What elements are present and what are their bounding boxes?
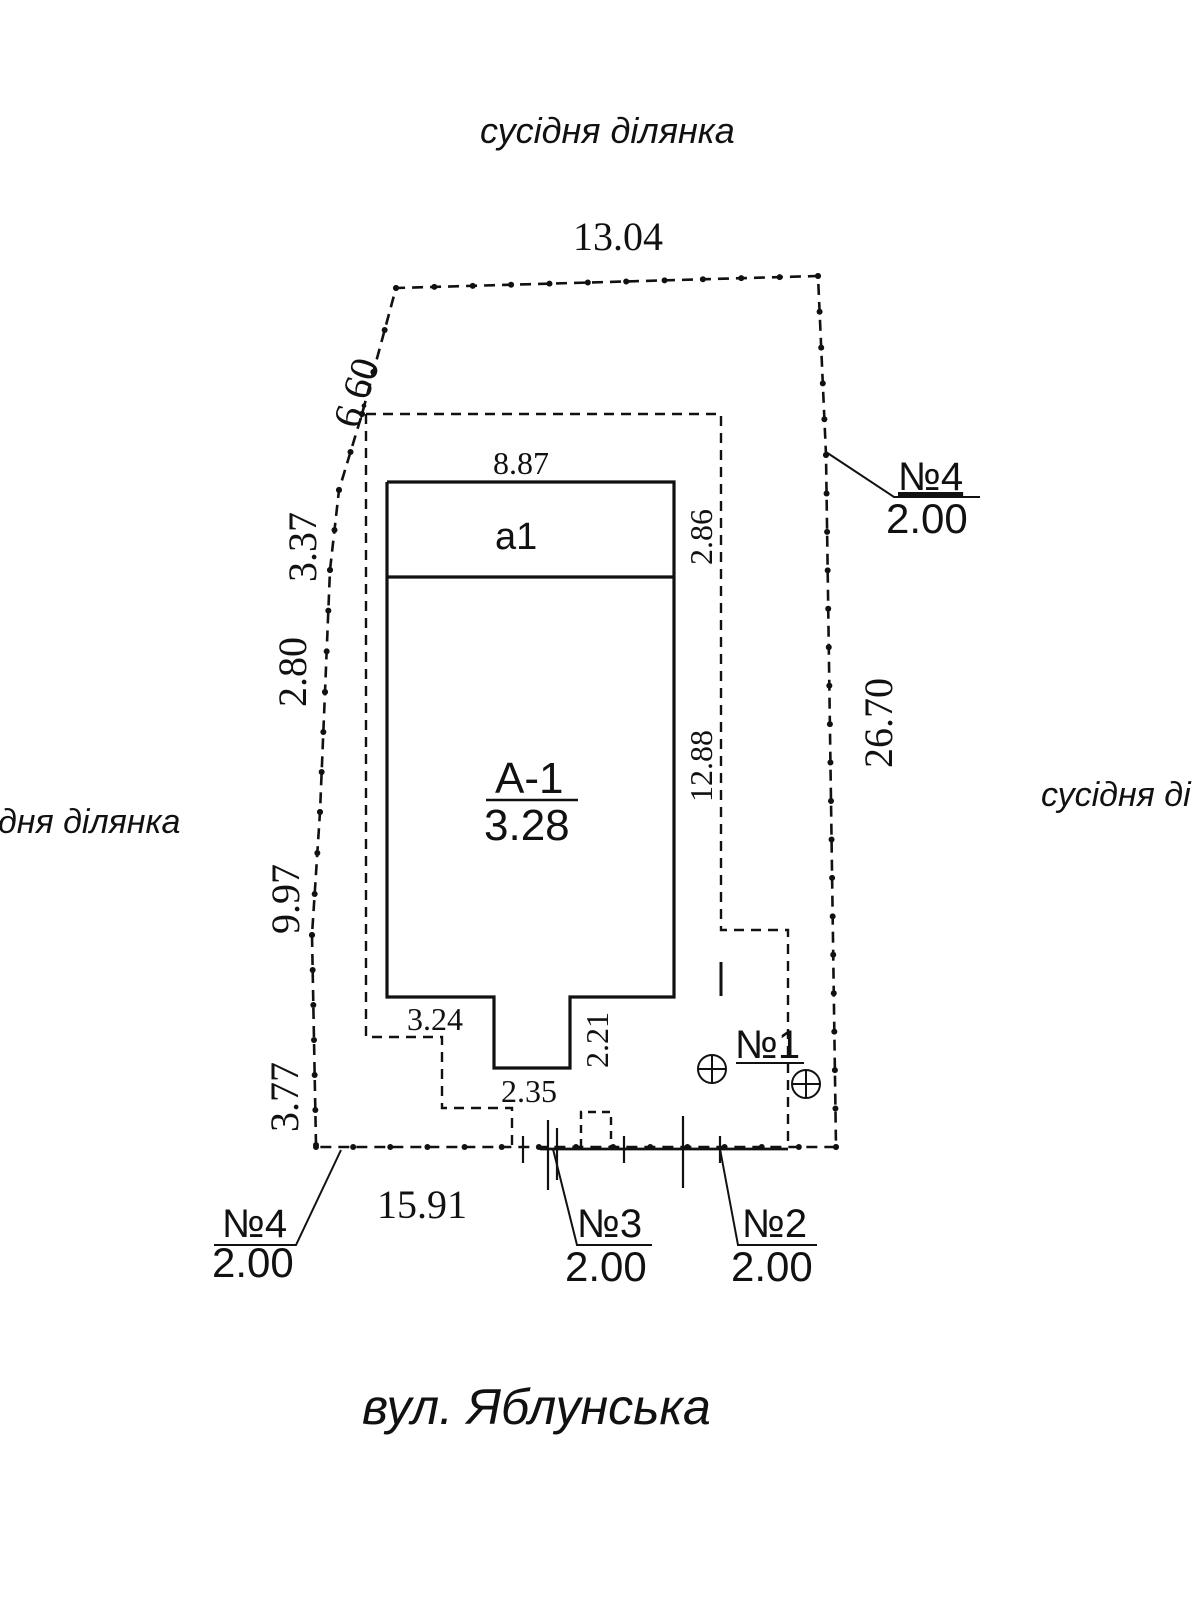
- plot-boundary: [310, 274, 838, 1149]
- marker-leader-lines: [214, 451, 980, 1246]
- marker-value: 2.00: [886, 495, 968, 542]
- marker-number: №2: [742, 1202, 807, 1246]
- dim-left-2: 2.80: [270, 637, 315, 707]
- dim-building-width: 8.87: [493, 445, 549, 481]
- dim-left-1: 3.37: [280, 512, 325, 582]
- boundary-dot: [318, 769, 325, 775]
- boundary-dot: [311, 1037, 317, 1043]
- neighbor-label-top: сусідня ділянка: [480, 110, 735, 151]
- boundary-dot: [327, 567, 333, 573]
- marker-value: 2.00: [212, 1239, 294, 1286]
- dim-notch-depth: 2.21: [579, 1012, 615, 1068]
- boundary-dot: [584, 279, 591, 286]
- boundary-dot: [424, 1144, 431, 1150]
- marker-number: №3: [577, 1202, 642, 1246]
- boundary-dot: [831, 1067, 838, 1074]
- boundary-dot: [828, 798, 834, 804]
- dim-left-3: 9.97: [263, 864, 308, 934]
- neighbor-label-left: дня ділянка: [0, 803, 180, 841]
- marker-number: №4: [222, 1202, 287, 1246]
- boundary-dot: [833, 1144, 839, 1150]
- dim-top: 13.04: [573, 214, 663, 259]
- dim-notch-left: 3.24: [407, 1001, 463, 1037]
- building-outline: [385, 480, 676, 1070]
- boundary-dot: [312, 1107, 319, 1113]
- boundary-dot: [623, 278, 630, 285]
- boundary-dot: [311, 1072, 318, 1078]
- boundary-dot: [546, 280, 553, 287]
- utility-point-icon: [697, 1054, 727, 1084]
- label-a1: а1: [495, 516, 537, 558]
- building-zone-outline: [366, 412, 790, 1147]
- utility-point-icon: [791, 1069, 821, 1099]
- boundary-dot: [313, 1144, 319, 1150]
- marker-value: 2.00: [731, 1243, 813, 1290]
- boundary-dot: [832, 1105, 839, 1112]
- boundary-dot: [320, 729, 327, 735]
- dim-diagonal: 6.60: [324, 352, 388, 432]
- dim-bottom: 15.91: [377, 1182, 467, 1227]
- boundary-dot: [824, 567, 831, 574]
- dim-left-4: 3.77: [262, 1062, 307, 1132]
- marker-value: 2.00: [565, 1243, 647, 1290]
- dim-a1-depth: 2.86: [683, 509, 719, 565]
- boundary-dot: [310, 1002, 317, 1008]
- boundary-dot: [309, 932, 315, 938]
- boundary-dot: [828, 836, 835, 843]
- boundary-dot: [387, 1144, 394, 1150]
- label-main-height: 3.28: [484, 801, 570, 850]
- boundary-dot: [311, 891, 318, 897]
- dim-main-depth: 12.88: [683, 730, 719, 802]
- boundary-dot: [823, 490, 830, 497]
- dim-notch-width: 2.35: [501, 1073, 557, 1109]
- boundary-dot: [359, 411, 365, 417]
- boundary-dot: [824, 528, 831, 535]
- marker-number: №1: [735, 1023, 800, 1067]
- building: [385, 480, 676, 1070]
- neighbor-label-right: сусідня ді: [1041, 776, 1192, 814]
- label-main-building: А-1: [495, 754, 563, 803]
- dim-right: 26.70: [856, 678, 901, 768]
- street-name: вул. Яблунська: [362, 1379, 711, 1435]
- gate-ticks: [521, 1116, 722, 1190]
- boundary-dot: [309, 967, 316, 973]
- boundary-dot: [325, 607, 332, 614]
- marker-number: №4: [898, 455, 963, 499]
- boundary-dot: [350, 1144, 357, 1150]
- building-zone-outline-left: [364, 414, 514, 1147]
- entrance-box: [579, 1110, 613, 1147]
